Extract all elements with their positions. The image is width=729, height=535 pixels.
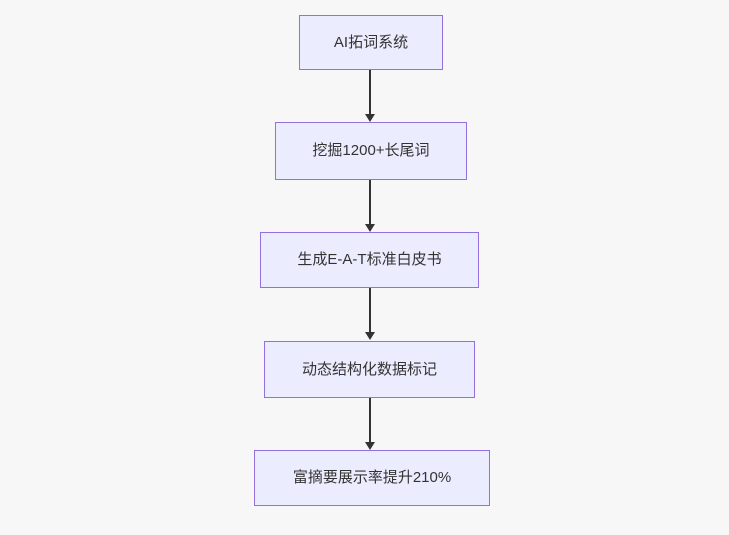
flow-arrow-down-icon <box>365 180 375 232</box>
flow-node-label: AI拓词系统 <box>333 33 409 51</box>
flow-node-label: 动态结构化数据标记 <box>301 360 437 378</box>
flow-node-label: 富摘要展示率提升210% <box>292 469 452 486</box>
flow-node-structured-data-markup: 动态结构化数据标记 <box>264 341 475 398</box>
flow-node-eat-whitepaper: 生成E-A-T标准白皮书 <box>260 232 479 288</box>
flow-node-label: 挖掘1200+长尾词 <box>312 142 430 159</box>
flow-arrow-down-icon <box>365 398 375 450</box>
flow-node-rich-snippet-rate: 富摘要展示率提升210% <box>254 450 490 506</box>
flow-node-label: 生成E-A-T标准白皮书 <box>297 251 442 268</box>
flow-node-ai-keyword-system: AI拓词系统 <box>299 15 443 70</box>
flow-arrow-down-icon <box>365 288 375 340</box>
flow-arrow-down-icon <box>365 70 375 122</box>
flow-node-mine-longtail-keywords: 挖掘1200+长尾词 <box>275 122 467 180</box>
